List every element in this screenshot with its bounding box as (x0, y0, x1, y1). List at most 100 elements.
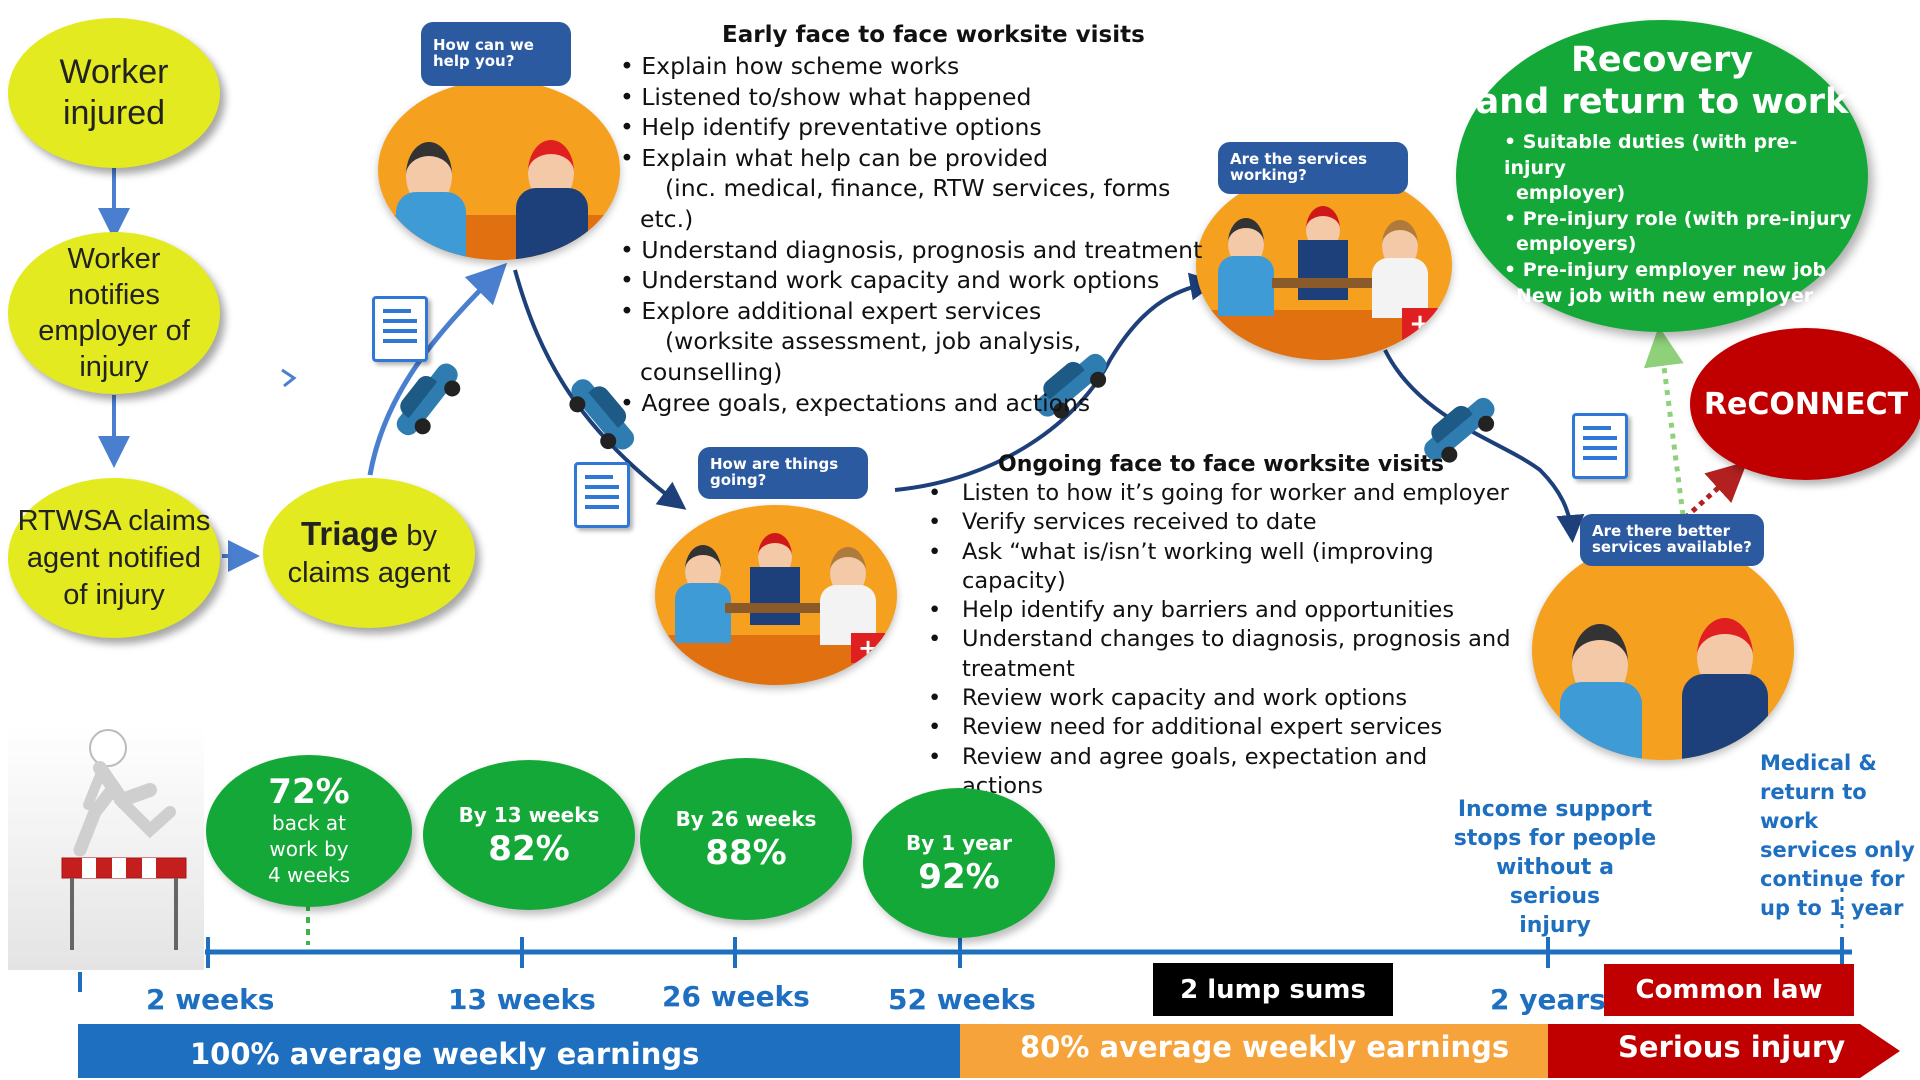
rtwsa-node: RTWSA claims agent notified of injury (8, 478, 220, 638)
list-item: etc.) (640, 204, 694, 233)
list-item: • Pre-injury role (with pre-injury (1504, 207, 1852, 230)
stat-72: 72% back at work by 4 weeks (206, 755, 412, 907)
list-item: New job with new employer (1516, 284, 1814, 307)
list-item: • Suitable duties (with pre-injury (1504, 131, 1798, 179)
people-scene-icon: + (1196, 170, 1452, 360)
reconnect-label: ReCONNECT (1703, 386, 1909, 422)
stat-72-pct: 72% (268, 772, 350, 812)
bar-blue-label: 100% average weekly earnings (190, 1037, 700, 1071)
document-icon (1572, 413, 1628, 479)
list-item: (inc. medical, finance, RTW services, fo… (665, 174, 1171, 203)
document-icon (574, 462, 630, 528)
people-scene-icon (1532, 540, 1794, 760)
stat-88-head: By 26 weeks (675, 807, 817, 831)
list-item: (worksite assessment, job analysis, (665, 327, 1082, 356)
bar-red (1548, 1024, 1900, 1078)
reconnect-dotted-arrow (1683, 461, 1748, 520)
stat-82: By 13 weeks 82% (423, 760, 635, 910)
recovery-title-2: and return to work (1475, 82, 1849, 122)
list-item: • Pre-injury employer new job (1504, 258, 1827, 281)
stat-92-pct: 92% (918, 857, 1000, 897)
triage-curve (367, 262, 508, 476)
triage-bold: Triage (301, 514, 399, 552)
stat-72-line2: work by (269, 837, 349, 861)
hurdle-runner-icon (61, 729, 187, 950)
worker-notifies-label: Worker notifies employer of injury (38, 243, 190, 383)
list-item: •Listen to how it’s going for worker and… (928, 480, 1509, 506)
bar-orange-label: 80% average weekly earnings (1020, 1030, 1510, 1064)
list-item: • Explain how scheme works (620, 52, 960, 80)
reconnect-node: ReCONNECT (1690, 328, 1920, 480)
list-item: •Ask “what is/isn’t working well (improv… (928, 538, 1434, 565)
list-item: •Review need for additional expert servi… (928, 714, 1443, 741)
tick-52-weeks: 52 weeks (888, 983, 1036, 1016)
bubble-better-text: Are there better services available? (1592, 522, 1752, 556)
list-item: employer) (1516, 182, 1626, 205)
stat-88: By 26 weeks 88% (640, 758, 852, 920)
list-item: •Help identify any barriers and opportun… (928, 597, 1455, 624)
worker-notifies-node: Worker notifies employer of injury (8, 232, 220, 394)
note-line: services only (1760, 838, 1915, 862)
list-item: employers) (1516, 233, 1637, 256)
note-line: up to 1 year (1760, 896, 1904, 920)
stat-72-line1: back at (272, 811, 346, 835)
people-scene-icon (378, 80, 620, 260)
bubble-help: How can we help you? (421, 22, 571, 86)
list-item: •Understand changes to diagnosis, progno… (928, 626, 1511, 653)
stray-arrowhead (281, 368, 297, 388)
worker-injured-label: Worker injured (59, 53, 169, 132)
list-item: • Explore additional expert services (620, 296, 1042, 325)
list-item: counselling) (640, 357, 783, 386)
early-visits-list: • Explain how scheme works • Listened to… (620, 51, 1240, 418)
triage-node: Triage by claims agent (263, 478, 475, 628)
recovery-node: Recovery and return to work • Suitable d… (1456, 20, 1868, 332)
note-line: Income support (1457, 797, 1653, 822)
list-item: •Verify services received to date (928, 509, 1317, 536)
bar-red-label: Serious injury (1618, 1030, 1846, 1064)
rtwsa-label: RTWSA claims agent notified of injury (17, 504, 211, 611)
note-line: continue for (1760, 867, 1905, 891)
lump-sum-box (1153, 963, 1393, 1016)
list-item: capacity) (962, 567, 1066, 594)
list-item: treatment (962, 655, 1075, 682)
list-item: • Agree goals, expectations and actions (620, 388, 1091, 417)
tick-2-years: 2 years (1490, 983, 1606, 1016)
list-item: • Help identify preventative options (620, 113, 1042, 142)
people-scene-icon: + (655, 505, 897, 685)
worker-injured-node: Worker injured (8, 18, 220, 168)
common-law-box (1604, 964, 1854, 1016)
common-law-label: Common law (1635, 975, 1823, 1005)
bubble-working: Are the services working? (1218, 142, 1408, 194)
note-line: return to work (1760, 780, 1867, 833)
tick-13-weeks: 13 weeks (448, 983, 596, 1016)
bar-orange (960, 1024, 1548, 1078)
list-item: •Review and agree goals, expectation and (928, 743, 1428, 770)
note-line: injury (1519, 913, 1591, 938)
income-support-note: Income support stops for people without … (1452, 795, 1658, 940)
list-item: • Understand work capacity and work opti… (620, 266, 1160, 295)
list-item: •Review work capacity and work options (928, 685, 1408, 712)
stat-82-pct: 82% (488, 829, 570, 869)
early-visits-title: Early face to face worksite visits (722, 22, 1145, 48)
triage-rest: by claims agent (287, 519, 451, 589)
triage-label: Triage by claims agent (284, 515, 454, 592)
document-icon (372, 296, 428, 362)
recovery-title-1: Recovery (1570, 40, 1754, 80)
stat-92: By 1 year 92% (863, 788, 1055, 938)
bubble-help-text: How can we help you? (433, 36, 534, 70)
journey-curve-3 (1383, 349, 1585, 543)
stat-92-head: By 1 year (905, 831, 1013, 855)
ongoing-visits-list: •Listen to how it’s going for worker and… (922, 479, 1562, 801)
stat-82-head: By 13 weeks (458, 803, 600, 827)
bubble-going: How are things going? (698, 447, 868, 499)
bubble-working-text: Are the services working? (1230, 150, 1368, 184)
stat-88-pct: 88% (705, 833, 787, 873)
stat-72-line3: 4 weeks (267, 863, 351, 887)
bar-blue (78, 1024, 960, 1078)
list-item: • Understand diagnosis, prognosis and tr… (620, 235, 1203, 264)
recovery-list: • Suitable duties (with pre-injury emplo… (1504, 130, 1854, 309)
ongoing-visits-title: Ongoing face to face worksite visits (998, 452, 1444, 477)
tick-26-weeks: 26 weeks (662, 980, 810, 1013)
note-line: stops for people (1453, 826, 1657, 851)
